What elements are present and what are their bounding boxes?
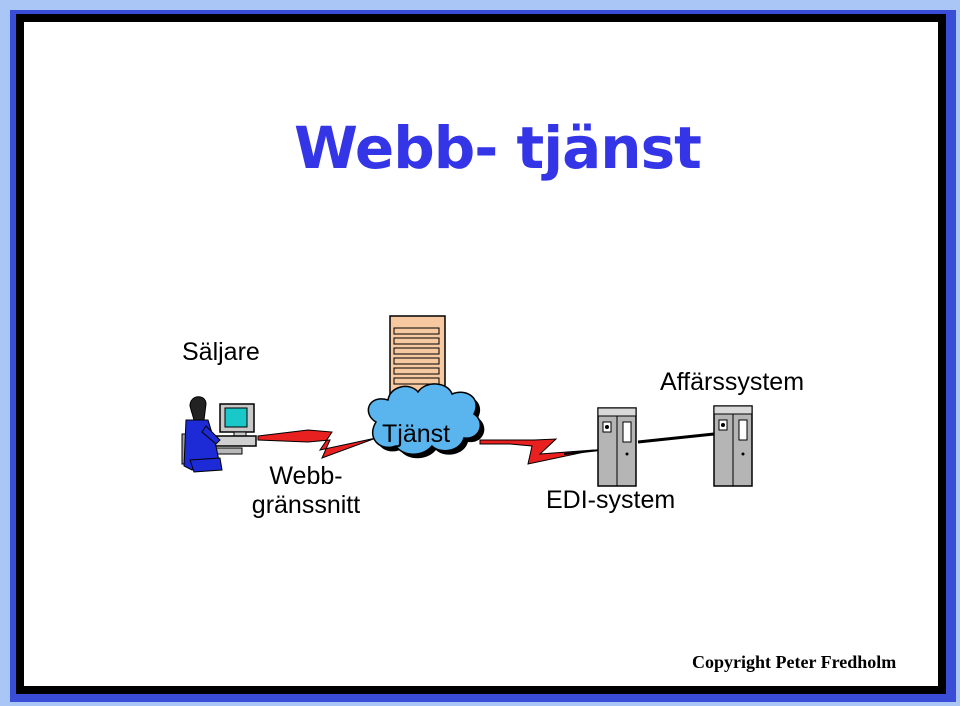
web-interface-label-line1: Webb- [269, 462, 343, 490]
diagram-graphics [181, 315, 753, 487]
edi-system-label: EDI-system [546, 486, 676, 514]
copyright-text: Copyright Peter Fredholm [692, 652, 897, 672]
seller-label: Säljare [182, 338, 260, 366]
business-system-label: Affärssystem [660, 368, 805, 396]
slide-title: Webb- tjänst [294, 114, 702, 182]
web-interface-label-line2: gränssnitt [251, 491, 361, 519]
web-interface-label: Webb- gränssnitt [236, 464, 376, 518]
server-icon [597, 407, 637, 487]
server-link-line [637, 432, 715, 444]
service-label: Tjänst [382, 420, 451, 448]
cloud-icon [367, 383, 485, 459]
server-icon [713, 405, 753, 487]
lightning-bolt-icon [479, 438, 601, 465]
lightning-bolt-icon [257, 429, 377, 459]
slide-canvas: Webb- tjänst Säljare Affärssystem Tjänst… [24, 22, 938, 686]
person-at-computer-icon [181, 396, 257, 473]
